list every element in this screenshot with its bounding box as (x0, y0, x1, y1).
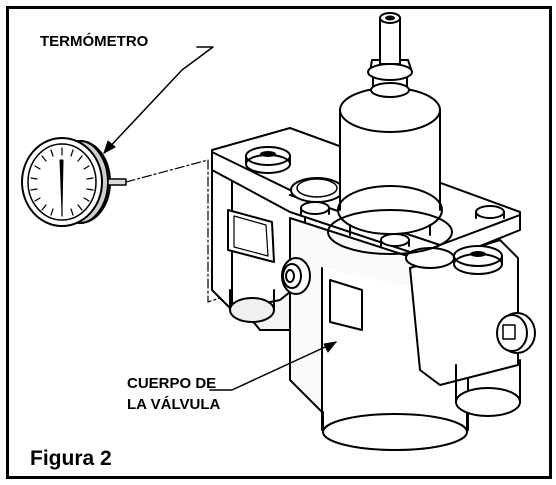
valve-body (211, 139, 536, 451)
valve-body-label-line1: CUERPO DE (127, 375, 217, 392)
thermometer-gauge (21, 137, 127, 227)
flange-bolts (245, 146, 505, 275)
thermometer-label: TERMÓMETRO (40, 33, 149, 50)
figure-caption: Figura 2 (30, 447, 112, 470)
bonnet (327, 12, 453, 255)
valve-body-label-line2: LA VÁLVULA (127, 396, 221, 413)
